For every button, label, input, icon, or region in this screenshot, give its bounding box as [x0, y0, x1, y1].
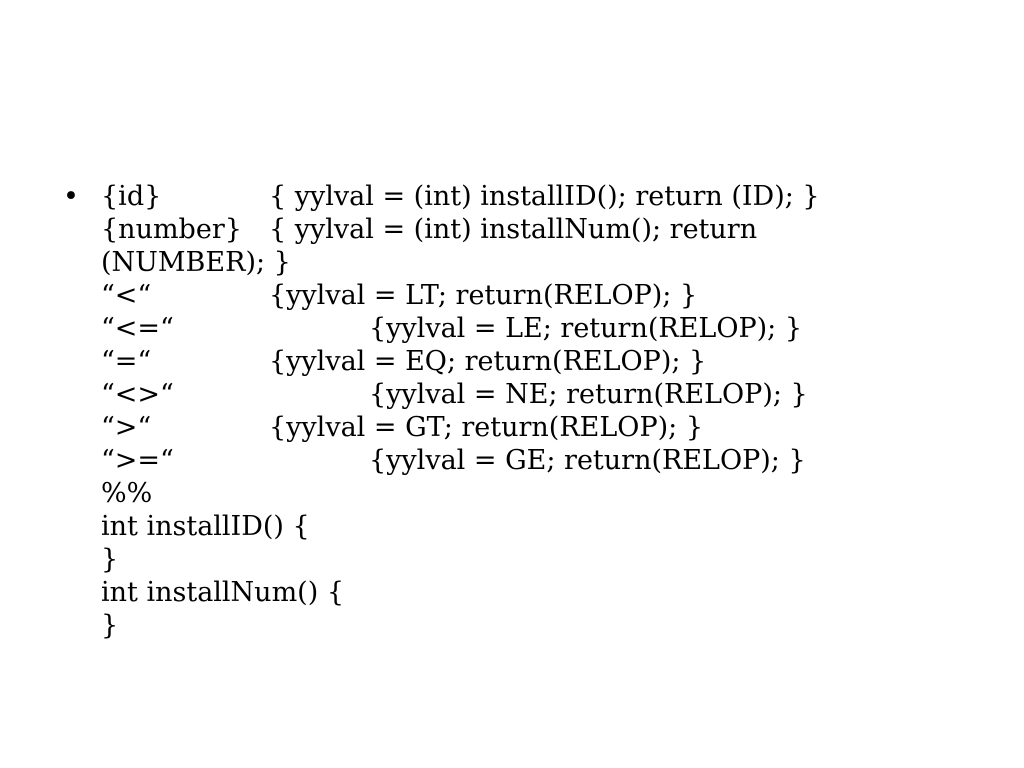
function-close-brace: }: [101, 609, 981, 642]
rule-line-id: {id} { yylval = (int) installID(); retur…: [101, 180, 981, 213]
rule-pattern: “>=“: [101, 445, 174, 476]
rule-text: int installID() {: [101, 511, 310, 542]
function-close-brace: }: [101, 543, 981, 576]
rule-line-ge: “>=“ {yylval = GE; return(RELOP); }: [101, 444, 981, 477]
rule-action: { yylval = (int) installNum(); return: [269, 214, 758, 245]
rule-action: { yylval = (int) installID(); return (ID…: [269, 181, 820, 212]
rule-line-continuation: (NUMBER); }: [101, 246, 981, 279]
rule-line-lt: “<“ {yylval = LT; return(RELOP); }: [101, 279, 981, 312]
rule-action: {yylval = GT; return(RELOP); }: [269, 412, 704, 443]
rule-line-ne: “<>“ {yylval = NE; return(RELOP); }: [101, 378, 981, 411]
rule-text: }: [101, 544, 119, 575]
rule-pattern: “>“: [101, 412, 152, 443]
rule-pattern: “=“: [101, 346, 152, 377]
rule-pattern: “<“: [101, 280, 152, 311]
rule-pattern: “<=“: [101, 313, 174, 344]
rule-action: {yylval = GE; return(RELOP); }: [369, 445, 806, 476]
bullet-marker: •: [63, 181, 79, 212]
rule-action: {yylval = EQ; return(RELOP); }: [269, 346, 707, 377]
rule-line-gt: “>“ {yylval = GT; return(RELOP); }: [101, 411, 981, 444]
section-separator: %%: [101, 477, 981, 510]
function-install-id: int installID() {: [101, 510, 981, 543]
rule-text: %%: [101, 478, 153, 509]
rule-pattern: “<>“: [101, 379, 174, 410]
rule-action: {yylval = NE; return(RELOP); }: [369, 379, 808, 410]
rule-text: }: [101, 610, 119, 641]
rule-line-eq: “=“ {yylval = EQ; return(RELOP); }: [101, 345, 981, 378]
rule-line-number: {number} { yylval = (int) installNum(); …: [101, 213, 981, 246]
rule-line-le: “<=“ {yylval = LE; return(RELOP); }: [101, 312, 981, 345]
rule-pattern: {number}: [101, 214, 242, 245]
rule-action: {yylval = LE; return(RELOP); }: [369, 313, 803, 344]
rule-text: int installNum() {: [101, 577, 344, 608]
rule-pattern: {id}: [101, 181, 162, 212]
rule-action: {yylval = LT; return(RELOP); }: [269, 280, 698, 311]
function-install-num: int installNum() {: [101, 576, 981, 609]
lex-rules-block: {id} { yylval = (int) installID(); retur…: [101, 180, 981, 642]
rule-text: (NUMBER); }: [101, 247, 291, 278]
